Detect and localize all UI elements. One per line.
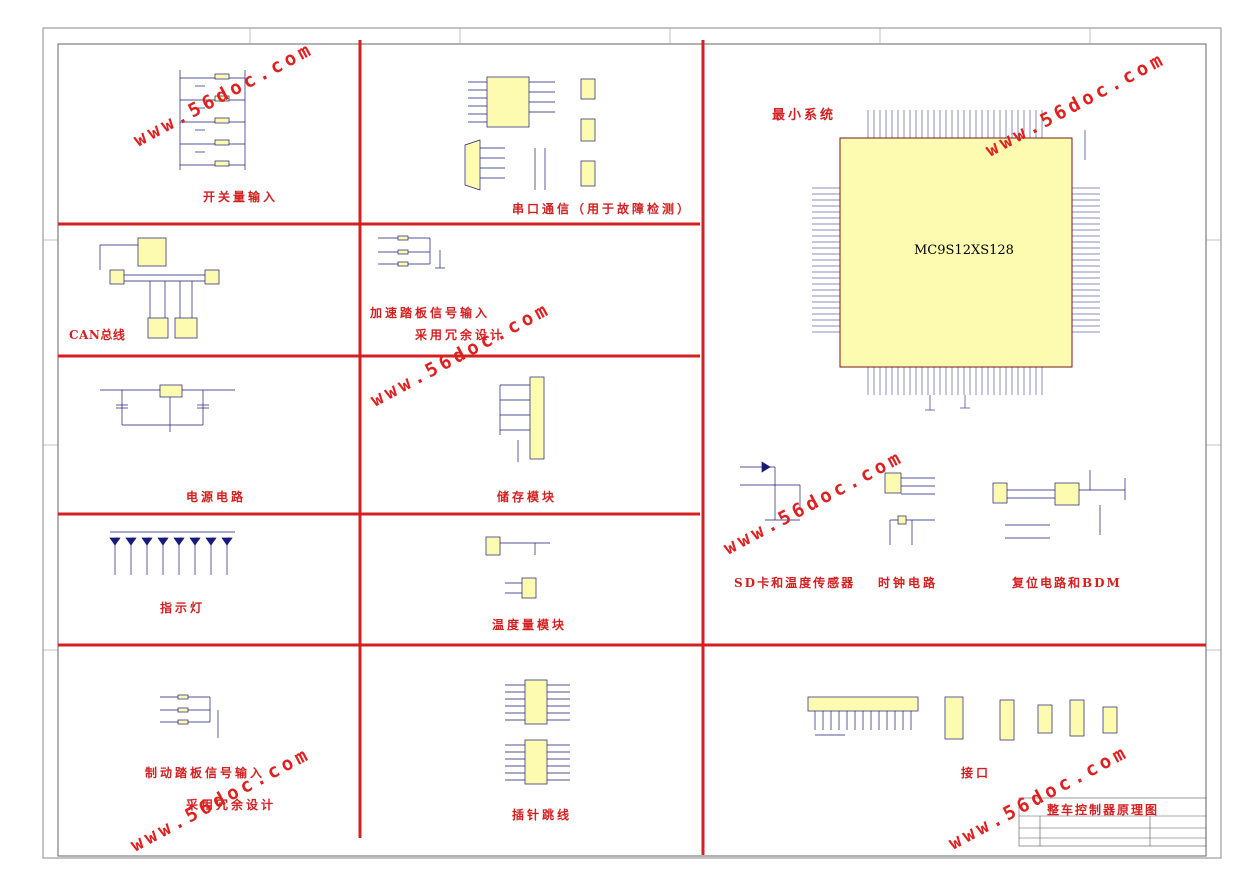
label-jumpers: 插针跳线 [512, 808, 573, 822]
temperature-circuit [485, 536, 550, 599]
interface-circuit [807, 696, 1118, 741]
label-switch-input: 开关量输入 [203, 190, 279, 204]
label-accel-pedal-1: 加速踏板信号输入 [370, 306, 491, 320]
label-can: CAN总线 [69, 328, 126, 342]
label-reset-bdm: 复位电路和BDM [1012, 576, 1122, 590]
label-brake-pedal-2: 采用冗余设计 [186, 798, 277, 812]
label-indicator: 指示灯 [160, 601, 206, 615]
label-interface: 接口 [961, 766, 992, 780]
sd-temp-circuit [740, 461, 801, 521]
storage-circuit [499, 376, 545, 462]
label-accel-pedal-2: 采用冗余设计 [415, 328, 506, 342]
outer-frame [42, 27, 1222, 859]
power-circuit [100, 384, 235, 432]
label-min-system: 最小系统 [772, 108, 837, 123]
indicator-circuit [109, 531, 235, 575]
label-temperature: 温度量模块 [492, 618, 568, 632]
serial-circuit [464, 76, 596, 191]
label-clock: 时钟电路 [878, 576, 939, 590]
title-block [1018, 797, 1207, 847]
jumper-circuit [505, 679, 570, 785]
clock-circuit [884, 472, 935, 545]
section-dividers [58, 40, 1206, 855]
mcu-chip [812, 110, 1100, 411]
switch-input-circuit [179, 70, 246, 170]
label-brake-pedal-1: 制动踏板信号输入 [145, 766, 266, 780]
grid-ticks [43, 28, 1221, 651]
label-serial: 串口通信（用于故障检测） [512, 202, 693, 216]
inner-frame [57, 43, 1207, 857]
reset-bdm-circuit [992, 470, 1126, 539]
label-storage: 储存模块 [497, 490, 558, 504]
mcu-part-label: MC9S12XS128 [914, 243, 1014, 258]
label-sd-temp: SD卡和温度传感器 [734, 576, 856, 590]
label-power: 电源电路 [186, 490, 247, 504]
title-block-title: 整车控制器原理图 [1047, 803, 1160, 817]
accel-pedal-circuit [378, 235, 445, 269]
brake-pedal-circuit [160, 694, 219, 738]
can-circuit [99, 237, 220, 339]
